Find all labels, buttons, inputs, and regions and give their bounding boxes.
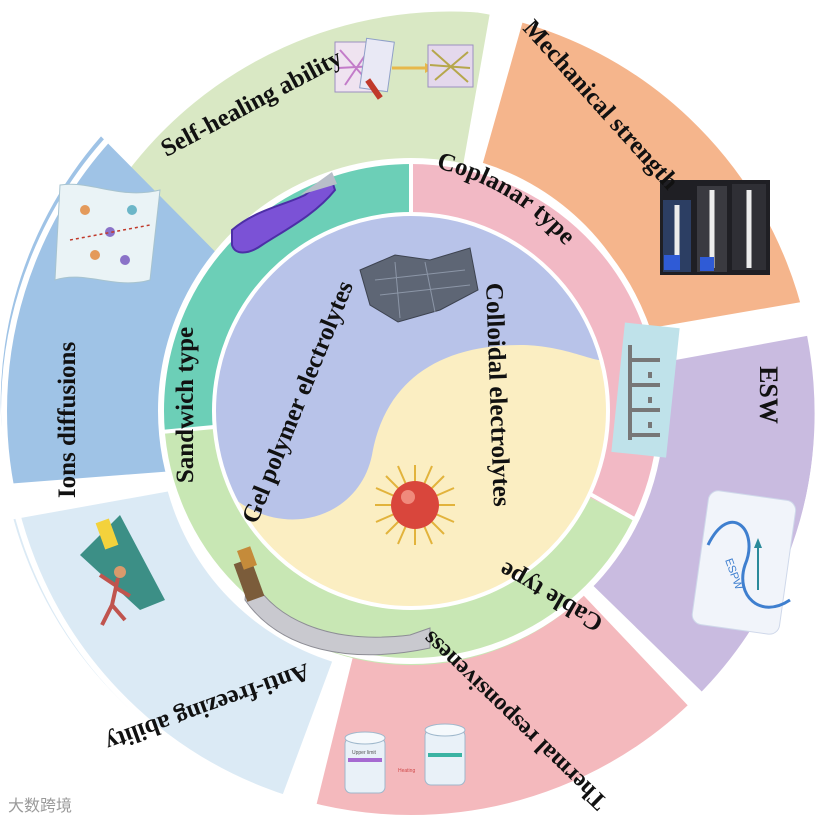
ions-illustration [55,184,160,283]
colloidal-illustration [375,465,455,545]
watermark: 大数跨境 [8,792,72,816]
label-ions: Ions diffusions [54,342,81,499]
thermal-inset-mid: Heating [398,768,415,774]
esw-illustration: ESPW [691,490,797,636]
label-esw: ESW [754,366,783,424]
thermal-inset-left: Upper limit [352,750,377,756]
label-sandwich: Sandwich type [172,327,199,483]
mechanical-illustration [660,180,770,275]
